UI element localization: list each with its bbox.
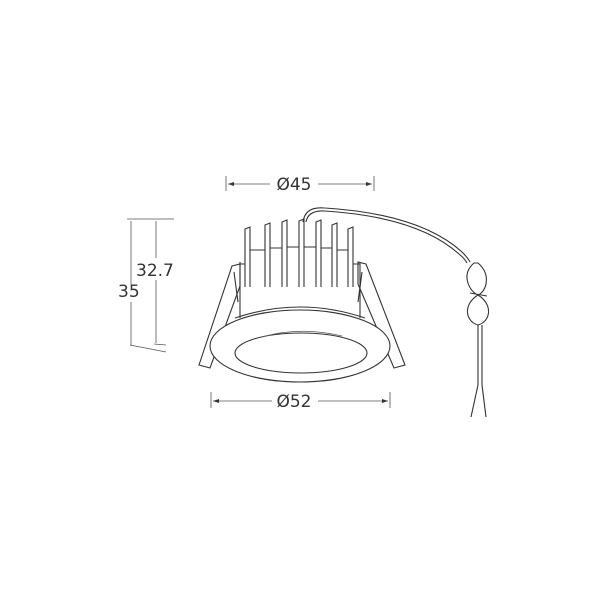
- total-height-label: 35: [118, 282, 140, 302]
- power-cable: [302, 207, 490, 418]
- top-diameter-label: Ø45: [276, 175, 311, 195]
- bottom-diameter-label: Ø52: [276, 392, 311, 412]
- bezel-flange: [209, 306, 391, 383]
- dimension-top-diameter: Ø45: [225, 175, 375, 195]
- dimension-bottom-diameter: Ø52: [210, 392, 391, 412]
- heatsink: [239, 218, 361, 318]
- body-height-label: 32.7: [136, 261, 174, 281]
- dimension-heights: 32.7 35: [118, 218, 174, 353]
